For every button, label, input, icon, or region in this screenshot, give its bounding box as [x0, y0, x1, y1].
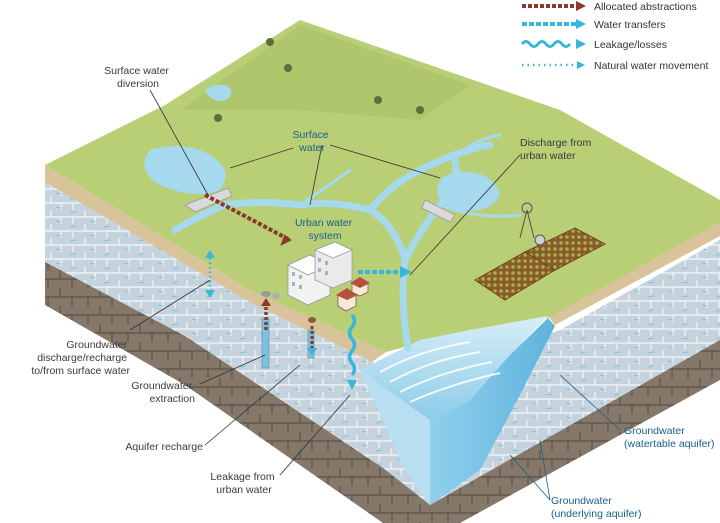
trees: [214, 38, 424, 122]
label-gw-underlying: Groundwater (underlying aquifer): [551, 495, 641, 520]
urban-buildings: [287, 241, 370, 312]
legend-natural: Natural water movement: [522, 60, 708, 72]
soil-band-right: [548, 220, 720, 325]
river-tributaries: [298, 133, 522, 218]
svg-text:Allocated abstractions: Allocated abstractions: [594, 1, 697, 13]
small-pond: [205, 84, 232, 102]
label-gw-discharge: Groundwater discharge/recharge to/from s…: [31, 339, 130, 377]
transfer-arrow: [358, 266, 412, 278]
recharge-arrow: [307, 326, 317, 356]
river-gorge-front: [360, 370, 430, 505]
upper-rock-right-face: [430, 240, 720, 505]
upper-rock-left-face: [45, 180, 430, 505]
flow-arrows: [204, 193, 412, 390]
label-surface-water: Surface water: [292, 129, 331, 154]
leakage-arrow: [347, 313, 357, 390]
terrain-block: [45, 20, 720, 523]
right-dam-wall: [421, 199, 456, 223]
diagram-labels: Surface water diversion Surface water Ur…: [31, 65, 714, 520]
label-gw-watertable: Groundwater (watertable aquifer): [624, 425, 714, 450]
leader-lines-blue: [509, 374, 621, 501]
extraction-arrow: [261, 298, 271, 330]
diversion-arrow: [204, 193, 292, 247]
river-gorge-wall: [360, 316, 548, 420]
land-highlight: [180, 25, 470, 120]
lake-front-face: [430, 318, 555, 505]
label-gw-extraction: Groundwater extraction: [131, 380, 195, 405]
label-urban-system: Urban water system: [295, 217, 355, 242]
natural-movement-arrow: [205, 250, 215, 298]
windmill: [519, 202, 546, 246]
svg-text:Water transfers: Water transfers: [594, 19, 665, 31]
label-discharge-urban: Discharge from urban water: [520, 137, 594, 162]
legend-transfers: Water transfers: [522, 19, 665, 31]
label-leakage-urban: Leakage from urban water: [210, 471, 277, 496]
soil-band-left: [45, 165, 386, 362]
farm-fields: [474, 227, 607, 301]
legend-leakage: Leakage/losses: [520, 39, 667, 51]
label-surface-diversion: Surface water diversion: [104, 65, 172, 90]
left-reservoir: [144, 146, 226, 194]
right-reservoir: [437, 171, 500, 211]
label-aquifer-recharge: Aquifer recharge: [125, 441, 203, 453]
svg-text:Leakage/losses: Leakage/losses: [594, 39, 667, 51]
legend-allocated: Allocated abstractions: [522, 1, 697, 13]
left-dam-wall: [184, 187, 233, 213]
svg-text:Natural water movement: Natural water movement: [594, 60, 708, 72]
leader-lines: [129, 89, 521, 476]
legend: Allocated abstractions Water transfers L…: [520, 1, 708, 72]
lake-ripples: [379, 341, 501, 403]
lower-rock-left-face: [45, 255, 430, 523]
